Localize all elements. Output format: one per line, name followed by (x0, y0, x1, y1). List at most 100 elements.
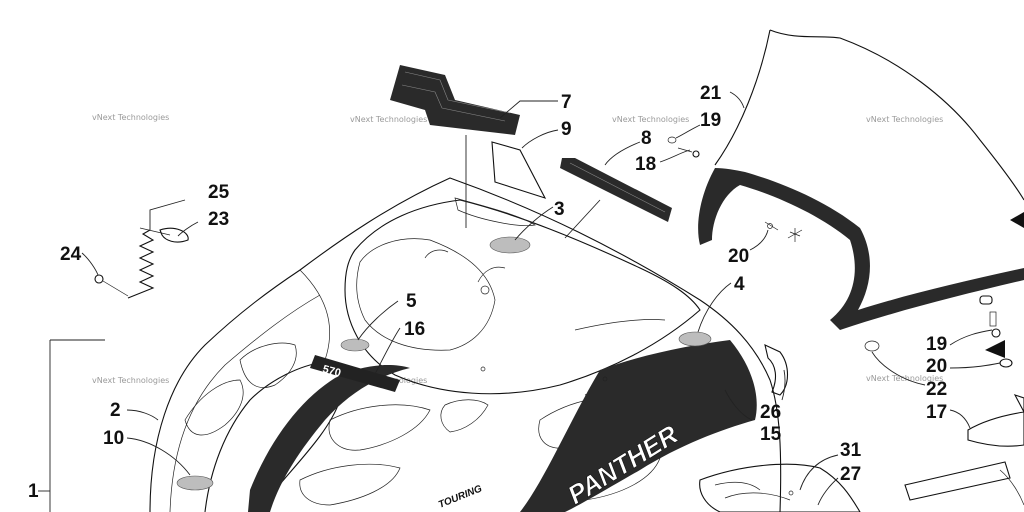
callout-9: 9 (561, 119, 572, 140)
lower-panel-detail (714, 481, 761, 491)
leader-2 (126, 409, 159, 421)
hood-contour (299, 269, 330, 361)
windshield-top-edge (769, 29, 1024, 201)
spring (127, 229, 155, 299)
leader-19b (949, 329, 993, 346)
windshield (698, 29, 1024, 358)
side-vent (299, 463, 401, 506)
watermark: vNext Technologies (612, 115, 689, 124)
decal-parts (390, 65, 672, 222)
callout-23: 23 (208, 209, 229, 230)
callout-7: 7 (561, 92, 572, 113)
nut (692, 150, 700, 158)
leader-9 (521, 129, 559, 149)
leader-20b (949, 362, 1001, 369)
foam-pads (176, 236, 712, 491)
screw (989, 311, 997, 327)
callout-20-top: 20 (728, 246, 749, 267)
callout-24: 24 (60, 244, 82, 265)
leader-25 (149, 199, 186, 230)
trim-strip (904, 461, 1011, 501)
watermark: vNext Technologies (92, 113, 169, 122)
vent-slot (454, 197, 536, 226)
callout-27: 27 (840, 464, 861, 485)
foam-pad-10 (176, 475, 214, 491)
leader-21 (729, 91, 745, 109)
foam-pad-3 (489, 236, 531, 254)
callout-31: 31 (840, 440, 862, 461)
foam-pad-4 (678, 331, 712, 347)
screw-shaft (102, 280, 129, 297)
leader-5 (357, 300, 399, 341)
callout-5: 5 (406, 291, 417, 312)
washer (991, 328, 1001, 338)
arrow-icon (985, 340, 1005, 358)
nut (999, 358, 1013, 368)
leader-15 (724, 389, 753, 421)
arrow-icon (1010, 212, 1024, 228)
side-vent (184, 379, 244, 436)
watermark: vNext Technologies (866, 115, 943, 124)
hood-contour (424, 249, 449, 259)
decal-8-texture (569, 162, 666, 213)
hood-fastener (480, 366, 486, 372)
decal-8 (560, 158, 672, 222)
decal-7-texture (401, 84, 506, 122)
spring-hook (139, 227, 171, 236)
hood-clip (159, 227, 189, 243)
left-decal-swoosh (248, 365, 410, 512)
decal-9 (491, 141, 547, 199)
side-vent (328, 404, 431, 451)
leader-31 (799, 454, 839, 491)
side-vent (440, 399, 489, 433)
callout-19-right: 19 (926, 334, 947, 355)
hood-contour (574, 319, 666, 331)
hood-fastener (480, 285, 490, 295)
hood-contour (477, 266, 506, 283)
leader-26 (781, 369, 786, 401)
callout-22: 22 (926, 379, 947, 400)
lower-panel-detail (724, 492, 791, 501)
leader-20a (749, 229, 769, 251)
leader-18 (659, 149, 691, 163)
leader-22 (871, 351, 926, 386)
callout-4: 4 (734, 274, 745, 295)
grommet-22 (864, 340, 880, 352)
leader-4 (697, 282, 732, 333)
leader-24 (81, 252, 99, 276)
callout-15: 15 (760, 424, 782, 445)
leader-17 (949, 409, 971, 429)
windshield-left-edge (714, 29, 771, 166)
leader-16 (371, 327, 401, 381)
leader-27 (817, 477, 839, 506)
callout-16: 16 (404, 319, 425, 340)
leader-8 (604, 141, 641, 166)
panel-edge (999, 469, 1024, 506)
callout-8: 8 (641, 128, 652, 149)
windshield-trim (698, 168, 1024, 330)
callout-18: 18 (635, 154, 656, 175)
decal-7-texture (404, 71, 511, 114)
hood-fastener (602, 376, 608, 382)
foam-pad-5 (340, 338, 370, 352)
screw-24 (94, 274, 104, 284)
callout-1: 1 (28, 481, 39, 502)
leader-lines (38, 91, 1001, 512)
side-decal-panel (520, 340, 757, 512)
hood-contour (169, 294, 321, 512)
trim-decal: TOURING (437, 483, 484, 510)
callout-20-right: 20 (926, 356, 947, 377)
washer (767, 223, 773, 229)
callout-3: 3 (554, 199, 565, 220)
leader-10 (126, 437, 191, 476)
side-vent (239, 342, 297, 388)
callout-19-top: 19 (700, 110, 721, 131)
grommet (667, 136, 677, 144)
leader-3 (514, 206, 554, 241)
rivet-31 (788, 490, 794, 496)
well-nut (979, 295, 993, 305)
screw (764, 221, 779, 231)
watermark: vNext Technologies (92, 376, 169, 385)
windshield-opening (344, 199, 701, 395)
